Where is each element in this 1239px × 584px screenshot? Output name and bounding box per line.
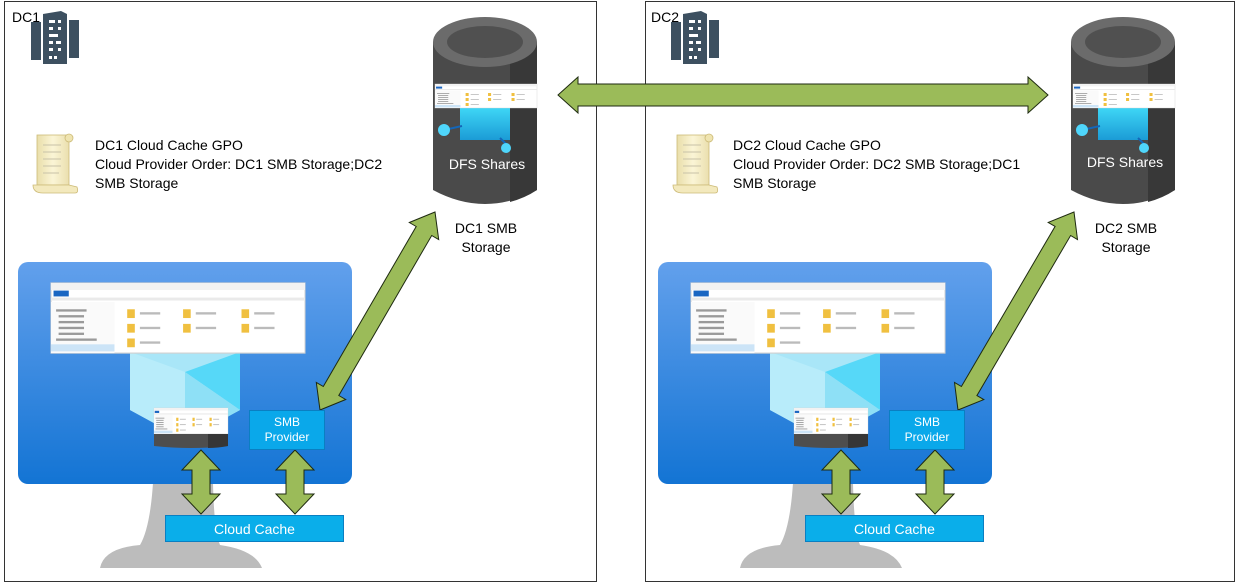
dc1-gpo-title: DC1 Cloud Cache GPO (95, 137, 243, 153)
dc2-storage-label-line2: Storage (1101, 239, 1151, 255)
dc2-provider-cache-arrow (914, 449, 956, 515)
dc1-smb-provider-line2: Provider (264, 430, 310, 444)
dc1-gpo-provider-order-cont: SMB Storage (95, 175, 179, 191)
dc2-cloud-cache-label: Cloud Cache (854, 520, 935, 537)
dc1-smb-provider-box: SMB Provider (249, 410, 325, 450)
dc2-smb-provider-box: SMB Provider (889, 410, 965, 450)
dc1-smb-storage-cylinder (433, 17, 537, 204)
dc2-cloud-cache-box: Cloud Cache (805, 515, 984, 542)
dc1-provider-storage-arrow (315, 211, 440, 411)
dc1-cloud-cache-label: Cloud Cache (214, 520, 295, 537)
dc1-provider-cache-arrow (274, 449, 316, 515)
dc1-smb-provider-line1: SMB (273, 415, 300, 429)
dc2-gpo-title: DC2 Cloud Cache GPO (733, 137, 881, 153)
dc1-dc2-replication-arrow (557, 75, 1049, 115)
dc2-smb-provider-line1: SMB (913, 415, 940, 429)
dc1-cloud-cache-box: Cloud Cache (165, 515, 344, 542)
dc1-storage-label-line1: DC1 SMB (454, 220, 518, 236)
dc1-dfs-shares-label: DFS Shares (448, 156, 526, 172)
dc2-dfs-shares-label: DFS Shares (1086, 154, 1164, 170)
dc1-storage-label-line2: Storage (461, 239, 511, 255)
dc2-building-icon (671, 11, 719, 64)
dc2-smb-storage-cylinder (1071, 17, 1175, 204)
dc2-gpo-scroll-icon (672, 133, 719, 194)
dc2-gpo-provider-order-cont: SMB Storage (733, 175, 817, 191)
dc2-disk-cache-arrow (820, 449, 862, 515)
arrows-layer (180, 75, 1079, 515)
dc1-gpo-provider-order: Cloud Provider Order: DC1 SMB Storage;DC… (95, 156, 383, 172)
dc1-gpo-scroll-icon (32, 133, 79, 194)
dc2-gpo-provider-order: Cloud Provider Order: DC2 SMB Storage;DC… (733, 156, 1021, 172)
dc1-disk-cache-arrow (180, 449, 222, 515)
dc2-provider-storage-arrow (953, 211, 1079, 411)
dc1-label: DC1 (12, 9, 41, 25)
dc2-smb-provider-line2: Provider (904, 430, 950, 444)
dc2-label: DC2 (651, 9, 680, 25)
dc1-building-icon (31, 11, 79, 64)
dc2-storage-label-line1: DC2 SMB (1094, 220, 1158, 236)
